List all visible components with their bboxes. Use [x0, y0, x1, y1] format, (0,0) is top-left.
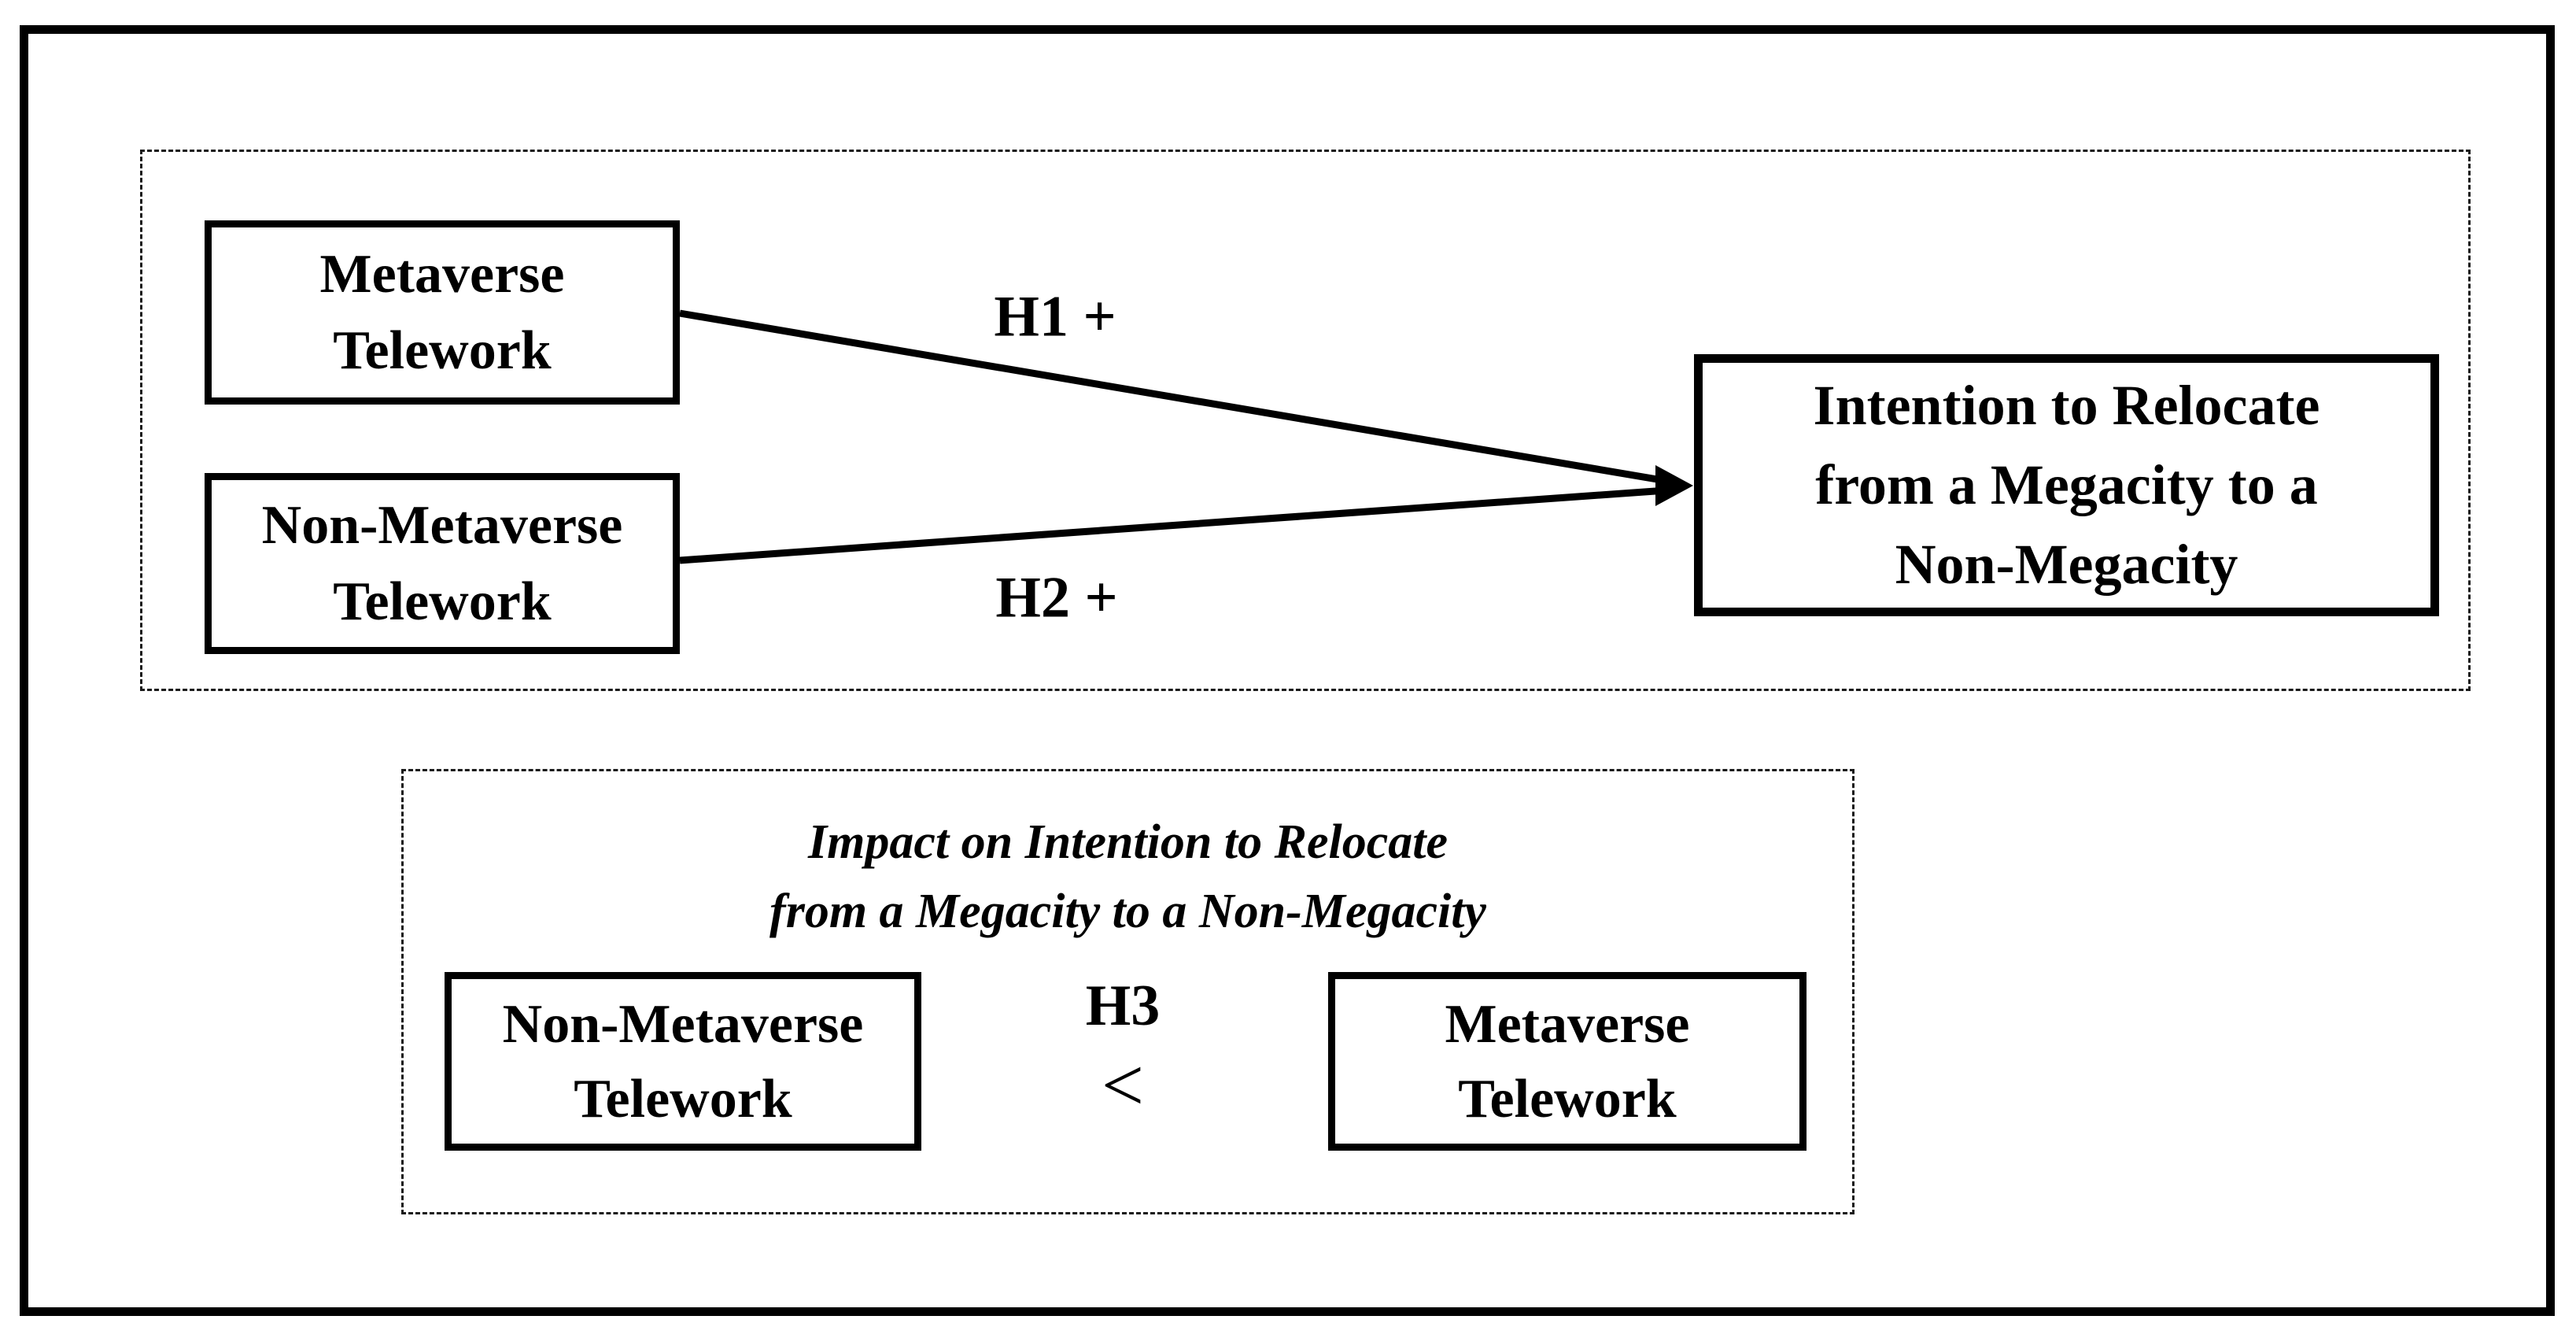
comparison-non-metaverse-line1: Non-Metaverse [502, 993, 864, 1055]
metaverse-telework-label-line2: Telework [333, 320, 552, 381]
non-metaverse-telework-box: Non-Metaverse Telework [205, 473, 680, 654]
figure-outer-frame [20, 25, 2555, 1316]
comparison-heading-line1: Impact on Intention to Relocate [808, 815, 1448, 869]
h2-hypothesis-label: H2 + [995, 565, 1118, 630]
intention-label-line3: Non-Megacity [1895, 533, 2238, 596]
comparison-metaverse-line1: Metaverse [1445, 993, 1690, 1055]
intention-to-relocate-box: Intention to Relocate from a Megacity to… [1694, 354, 2439, 616]
h3-hypothesis-label: H3 [1085, 974, 1161, 1038]
h3-comparison-label-group: H3 < [1086, 974, 1161, 1128]
non-metaverse-telework-label-line2: Telework [333, 571, 552, 632]
comparison-panel-heading: Impact on Intention to Relocate from a M… [401, 808, 1854, 946]
direct-effects-panel [140, 150, 2471, 691]
non-metaverse-telework-label-line1: Non-Metaverse [261, 495, 623, 556]
metaverse-telework-box: Metaverse Telework [205, 220, 680, 405]
intention-label-line1: Intention to Relocate [1813, 374, 2320, 437]
comparison-non-metaverse-line2: Telework [574, 1068, 792, 1129]
comparison-panel [401, 769, 1854, 1214]
comparison-heading-line2: from a Megacity to a Non-Megacity [769, 885, 1486, 938]
comparison-metaverse-box: Metaverse Telework [1328, 972, 1807, 1151]
intention-label-line2: from a Megacity to a [1815, 453, 2318, 516]
metaverse-telework-label-line1: Metaverse [319, 244, 565, 305]
less-than-operator: < [1101, 1043, 1145, 1127]
h1-hypothesis-label: H1 + [994, 284, 1116, 349]
comparison-metaverse-line2: Telework [1458, 1068, 1677, 1129]
comparison-non-metaverse-box: Non-Metaverse Telework [445, 972, 921, 1151]
